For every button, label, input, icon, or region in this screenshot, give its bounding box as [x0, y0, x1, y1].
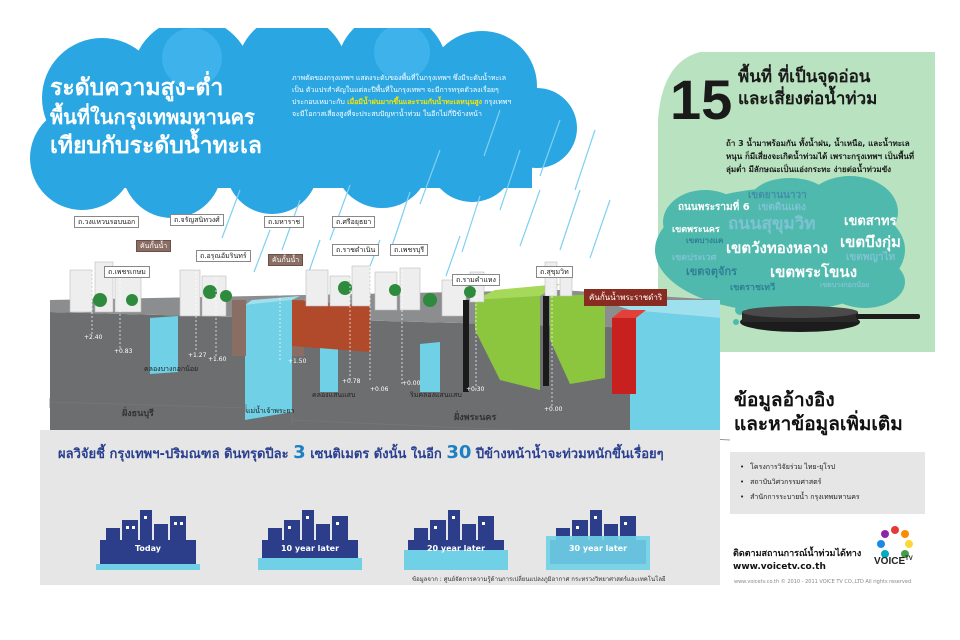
main-title-line-1: ระดับความสูง-ต่ำ [50, 75, 224, 101]
road-label: ถ.สุขุมวิท [536, 266, 573, 278]
district-word: เขตวังทองหลาง [726, 239, 828, 257]
intro-text-2: กรุงเทพฯ จะมีโอกาสเสี่ยงสูงที่จะประสบปัญ… [292, 98, 512, 118]
district-word: เขตบางแค [686, 236, 724, 245]
dike-label: คันกั้นน้ำ [268, 254, 304, 266]
road-label: ถ.ราชดำเนิน [332, 244, 380, 256]
road-label: ถ.เพชรบุรี [390, 244, 429, 256]
main-title-line-3: เทียบกับระดับน้ำทะเล [50, 133, 262, 159]
city-skyline-icon [96, 510, 200, 570]
road-label: ถ.อรุณอัมรินทร์ [196, 250, 251, 262]
district-word: เขตบึงกุ่ม [840, 233, 901, 251]
city-stage-30: 30 year later [546, 506, 650, 574]
road-label: ถ.วงแหวนรอบนอก [74, 216, 140, 228]
main-title: ระดับความสูง-ต่ำ พื้นที่ในกรุงเทพมหานคร … [50, 74, 290, 161]
district-word: เขตพญาไท [846, 252, 896, 263]
canal-label: ริมคลองแสนแสบ [410, 391, 462, 399]
reference-item: สำนักการระบายน้ำ กรุงเทพมหานคร [740, 490, 860, 505]
district-word: ถนนสุขุมวิท [728, 214, 816, 234]
weak-points-title: พื้นที่ ที่เป็นจุดอ่อน และเสี่ยงต่อน้ำท่… [738, 66, 877, 110]
district-word: เขตยานนาวา [748, 190, 807, 201]
level-value: +0.83 [114, 348, 133, 355]
weak-points-text: ถ้า 3 น้ำมาพร้อมกัน ทั้งน้ำฝน, น้ำเหนือ,… [726, 139, 915, 174]
logo-sub: TV [905, 556, 913, 562]
weak-points-title-line-1: พื้นที่ ที่เป็นจุดอ่อน [738, 67, 871, 87]
research-heading-number-1: 3 [293, 442, 306, 463]
research-heading-part-2: เซนติเมตร ดังนั้น ในอีก [305, 447, 447, 462]
references-title-line-1: ข้อมูลอ้างอิง [734, 389, 835, 411]
level-value: +0.06 [370, 386, 389, 393]
references-list: โครงการวิจัยร่วม ไทย-ยุโรป สถาบันวิศวกรร… [740, 460, 860, 505]
level-value: +0.30 [466, 386, 485, 393]
road-label: ถ.จรัญสนิทวงศ์ [170, 214, 224, 226]
level-value: +1.27 [188, 352, 207, 359]
intro-highlight: เมื่อมีน้ำฝนมากขึ้นและรวมกับน้ำทะเลหนุนส… [347, 98, 483, 106]
city-skyline-icon [546, 510, 650, 570]
district-word-cloud: เขตยานนาวา เขตดินแดง ถนนพระรามที่ 6 ถนนส… [660, 188, 910, 298]
city-stage-10: 10 year later [258, 506, 362, 574]
research-heading: ผลวิจัยชี้ กรุงเทพฯ-ปริมณฑล ดินทรุดปีละ … [58, 442, 708, 464]
references-title-line-2: และหาข้อมูลเพิ่มเติม [734, 413, 903, 435]
dike-label: คันกั้นน้ำ [136, 240, 172, 252]
copyright-text: www.voicetv.co.th © 2010 - 2011 VOICE TV… [734, 579, 912, 585]
canal-label: คลองแสนแสบ [312, 391, 356, 399]
city-stage-label: 30 year later [568, 544, 628, 553]
city-skyline-icon [258, 510, 362, 570]
district-word: เขตดินแดง [758, 202, 806, 213]
district-word: ถนนพระรามที่ 6 [678, 202, 750, 213]
intro-paragraph: ภาพตัดของกรุงเทพฯ แสดงระดับของพื้นที่ในก… [292, 72, 514, 120]
district-phranakhon-label: ฝั่งพระนคร [454, 413, 497, 423]
research-heading-part-3: ปีข้างหน้าน้ำจะท่วมหนักขึ้นเรื่อยๆ [471, 447, 664, 462]
frying-pan-icon [740, 306, 920, 332]
main-title-line-2: พื้นที่ในกรุงเทพมหานคร [50, 105, 255, 129]
district-word: เขตพระโขนง [770, 263, 858, 281]
reference-item: โครงการวิจัยร่วม ไทย-ยุโรป [740, 460, 860, 475]
district-word: เขตจตุจักร [686, 265, 738, 278]
weak-points-number: 15 [670, 68, 733, 131]
level-value: +1.50 [288, 358, 307, 365]
level-value: +2.40 [84, 334, 103, 341]
road-label: ถ.เพชรเกษม [104, 266, 150, 278]
level-value: +1.60 [208, 356, 227, 363]
city-stage-label: 20 year later [426, 544, 486, 553]
level-value: +0.00 [402, 380, 421, 387]
city-stage-label: 10 year later [280, 544, 340, 553]
follow-text: ติดตามสถานการณ์น้ำท่วมได้ทาง [733, 549, 862, 559]
level-value: +0.78 [342, 378, 361, 385]
city-stage-20: 20 year later [404, 506, 508, 574]
logo-word: VOICE [874, 556, 906, 567]
research-heading-number-2: 30 [446, 442, 472, 463]
follow-block: ติดตามสถานการณ์น้ำท่วมได้ทาง www.voicetv… [733, 548, 861, 574]
district-word: เขตพระนคร [672, 225, 720, 235]
voicetv-logo-text: VOICETV [874, 556, 913, 567]
road-label: ถ.มหาราช [264, 216, 305, 228]
city-skyline-icon [404, 510, 508, 570]
sea-dike-label: คันกั้นน้ำพระราชดำริ [584, 289, 668, 306]
weak-points-title-line-2: และเสี่ยงต่อน้ำท่วม [738, 89, 878, 109]
district-word: เขตบางกอกน้อย [820, 281, 870, 289]
canal-label: คลองบางกอกน้อย [144, 365, 199, 373]
district-thonburi-label: ฝั่งธนบุรี [122, 409, 154, 419]
canal-label: แม่น้ำเจ้าพระยา [246, 407, 295, 415]
road-label: ถ.รามคำแหง [452, 274, 500, 286]
research-heading-part-1: ผลวิจัยชี้ กรุงเทพฯ-ปริมณฑล ดินทรุดปีละ [58, 447, 294, 462]
city-stage-label: Today [135, 544, 161, 553]
level-value: +0.00 [544, 406, 563, 413]
city-stage-today: Today [96, 506, 200, 574]
district-word: เขตราชเทวี [730, 283, 776, 293]
source-note: ข้อมูลจาก : ศูนย์จัดการความรู้ด้านการเปล… [412, 576, 666, 583]
website-link[interactable]: www.voicetv.co.th [733, 562, 826, 572]
district-word: เขตสาทร [844, 214, 897, 229]
voicetv-logo-icon [877, 526, 913, 558]
references-title: ข้อมูลอ้างอิง และหาข้อมูลเพิ่มเติม [734, 388, 903, 436]
road-label: ถ.ศรีอยุธยา [332, 216, 376, 228]
reference-item: สถาบันวิศวกรรมศาสตร์ [740, 475, 860, 490]
intro-text-1: ภาพตัดของกรุงเทพฯ แสดงระดับของพื้นที่ในก… [292, 74, 506, 106]
district-word: เขตประเวศ [672, 253, 717, 263]
